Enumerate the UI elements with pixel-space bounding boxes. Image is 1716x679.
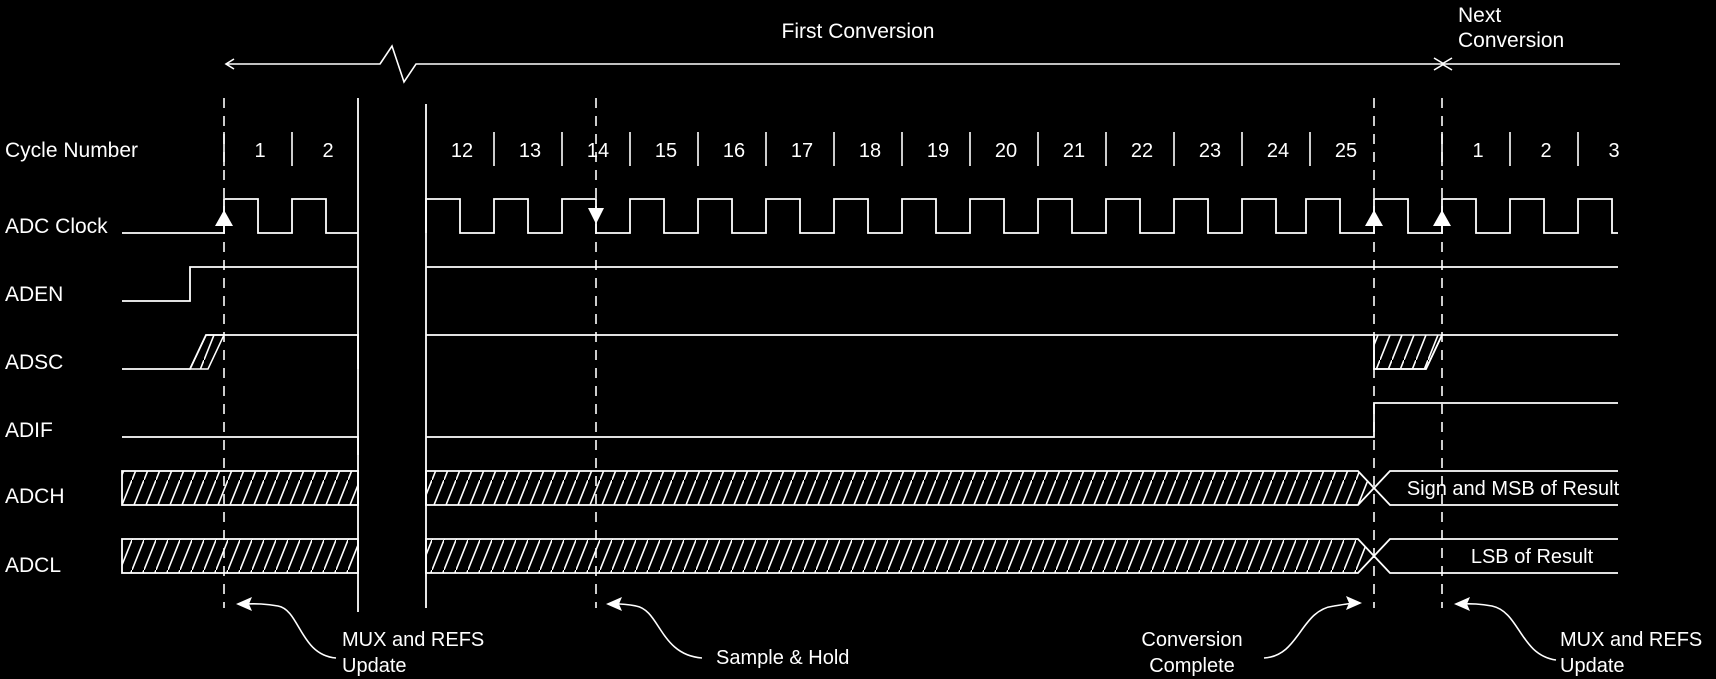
cycle-number: 1 [254, 140, 265, 162]
annotation-mux-refs-2-line1: MUX and REFS [1560, 629, 1702, 651]
aden-label: ADEN [5, 283, 63, 306]
adsc-fall-hatch [1373, 334, 1444, 370]
next-conversion-label-1: Next [1458, 4, 1501, 27]
first-conversion-label: First Conversion [782, 20, 935, 43]
cycle-number: 13 [519, 140, 541, 162]
annotation-arrowheads [236, 596, 1470, 611]
cycle-number: 16 [723, 140, 745, 162]
cycle-number: 3 [1608, 140, 1619, 162]
reference-lines [223, 98, 1443, 608]
cycle-number: 17 [791, 140, 813, 162]
adcl-label: ADCL [5, 554, 61, 577]
cycle-number: 22 [1131, 140, 1153, 162]
annotation-sample-hold: Sample & Hold [716, 647, 849, 669]
annotation-mux-refs-1-line2: Update [342, 655, 407, 677]
first-conversion-span-arrow [224, 44, 1446, 84]
clock-edge-up-arrow [1433, 210, 1451, 226]
cycle-number: 21 [1063, 140, 1085, 162]
clock-edge-up-arrow [215, 210, 233, 226]
cycle-number: 24 [1267, 140, 1289, 162]
adch-result-label: Sign and MSB of Result [1407, 478, 1620, 500]
annotation-conversion-complete-line1: Conversion [1141, 629, 1242, 651]
cycle-number: 25 [1335, 140, 1357, 162]
cycle-number: 14 [587, 140, 609, 162]
cycle-number: 2 [322, 140, 333, 162]
adc-clock-label: ADC Clock [5, 215, 108, 238]
cycle-number: 20 [995, 140, 1017, 162]
cycle-number: 15 [655, 140, 677, 162]
next-conversion-span-arrow [1440, 57, 1620, 71]
annotation-mux-refs-1-line1: MUX and REFS [342, 629, 484, 651]
cycle-number: 19 [927, 140, 949, 162]
clock-edge-up-arrow [1365, 210, 1383, 226]
adcl-result-label: LSB of Result [1471, 546, 1594, 568]
aden-waveform [122, 266, 1618, 302]
annotation-conversion-complete-line2: Complete [1149, 655, 1235, 677]
cycle-number: 1 [1472, 140, 1483, 162]
adch-bus [121, 470, 1618, 506]
adc-clock-waveform [122, 198, 1618, 234]
adif-label: ADIF [5, 419, 53, 442]
cycle-number: 18 [859, 140, 881, 162]
cycle-number-label: Cycle Number [5, 139, 138, 162]
adsc-rise-hatch [188, 334, 226, 370]
next-conversion-label-2: Conversion [1458, 29, 1564, 52]
cycle-number: 2 [1540, 140, 1551, 162]
adif-waveform [122, 402, 1618, 455]
annotation-mux-refs-2-line2: Update [1560, 655, 1625, 677]
cycle-number: 12 [451, 140, 473, 162]
cycle-number: 23 [1199, 140, 1221, 162]
adch-label: ADCH [5, 485, 65, 508]
adcl-bus [121, 538, 1618, 574]
adsc-label: ADSC [5, 351, 63, 374]
